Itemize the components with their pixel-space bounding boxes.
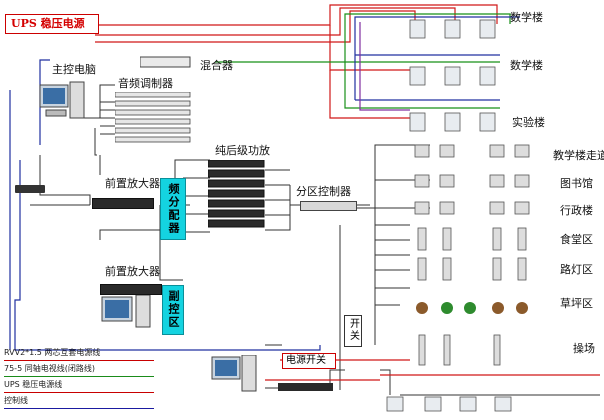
mixer-icon xyxy=(140,55,195,69)
sub-pc-icon xyxy=(100,295,155,335)
zone-label-7: 路灯区 xyxy=(560,263,593,276)
legend-swatch-1 xyxy=(4,376,154,377)
zone-controller-label: 分区控制器 xyxy=(296,185,351,198)
ups-box: UPS 稳压电源 xyxy=(5,14,99,34)
zone-label-0: 数学楼 xyxy=(510,11,543,24)
ups-line-1 xyxy=(95,4,498,26)
switch-box: 开关 xyxy=(344,315,362,347)
bottom-tv-row xyxy=(385,393,525,415)
zone-controller-icon xyxy=(300,201,357,211)
ups-line-2 xyxy=(95,7,456,36)
power-switch-label: 电源开关 xyxy=(286,355,326,366)
ups-line-3 xyxy=(95,10,416,43)
zone-label-4: 图书馆 xyxy=(560,177,593,190)
power-switch-box: 电源开关 xyxy=(282,353,336,369)
freq-divider-label: 频分配器 xyxy=(167,183,180,235)
tv-receivers xyxy=(409,19,496,132)
zone-label-3: 教学楼走道 xyxy=(553,149,604,162)
legend-swatch-3 xyxy=(4,408,154,409)
legend: RVV2*1.5 两芯互套电源线 75-5 同轴电视线(闭路线) UPS 稳压电… xyxy=(4,348,164,420)
zone-label-5: 行政楼 xyxy=(560,204,593,217)
switch-label: 开关 xyxy=(347,318,359,342)
pre-amp-1-icon xyxy=(92,198,154,209)
pre-amp-1-label: 前置放大器 xyxy=(105,177,160,190)
pre-amp-2-label: 前置放大器 xyxy=(105,265,160,278)
ups-label: UPS 稳压电源 xyxy=(11,17,85,30)
zone-label-9: 操场 xyxy=(573,342,595,355)
zone-label-8: 草坪区 xyxy=(560,297,593,310)
zone-label-2: 实验楼 xyxy=(512,116,545,129)
freq-divider: 频分配器 xyxy=(160,178,186,240)
bottom-pc-icon xyxy=(210,355,265,400)
legend-item-3: 控制线 xyxy=(4,396,28,405)
pure-amp-label: 纯后级功放 xyxy=(215,144,270,157)
legend-item-1: 75-5 同轴电视线(闭路线) xyxy=(4,364,95,373)
legend-item-0: RVV2*1.5 两芯互套电源线 xyxy=(4,348,101,357)
speaker-rows xyxy=(410,140,540,380)
mixer-label: 混合器 xyxy=(200,59,233,72)
pure-amp-stack xyxy=(208,160,268,235)
rack-unit-icon xyxy=(15,185,45,193)
sub-control-box: 副控区 xyxy=(162,285,184,335)
main-pc-icon xyxy=(38,80,88,130)
main-pc-label: 主控电脑 xyxy=(52,63,96,76)
legend-item-2: UPS 稳压电源线 xyxy=(4,380,63,389)
audio-modulator-label: 音频调制器 xyxy=(118,77,173,90)
bottom-rack-icon xyxy=(278,383,333,391)
pre-amp-2-icon xyxy=(100,284,162,295)
sub-control-label: 副控区 xyxy=(167,290,180,329)
legend-swatch-2 xyxy=(4,392,154,393)
zone-label-1: 数学楼 xyxy=(510,59,543,72)
legend-swatch-0 xyxy=(4,360,154,361)
zone-label-6: 食堂区 xyxy=(560,233,593,246)
audio-modulators xyxy=(115,92,195,152)
